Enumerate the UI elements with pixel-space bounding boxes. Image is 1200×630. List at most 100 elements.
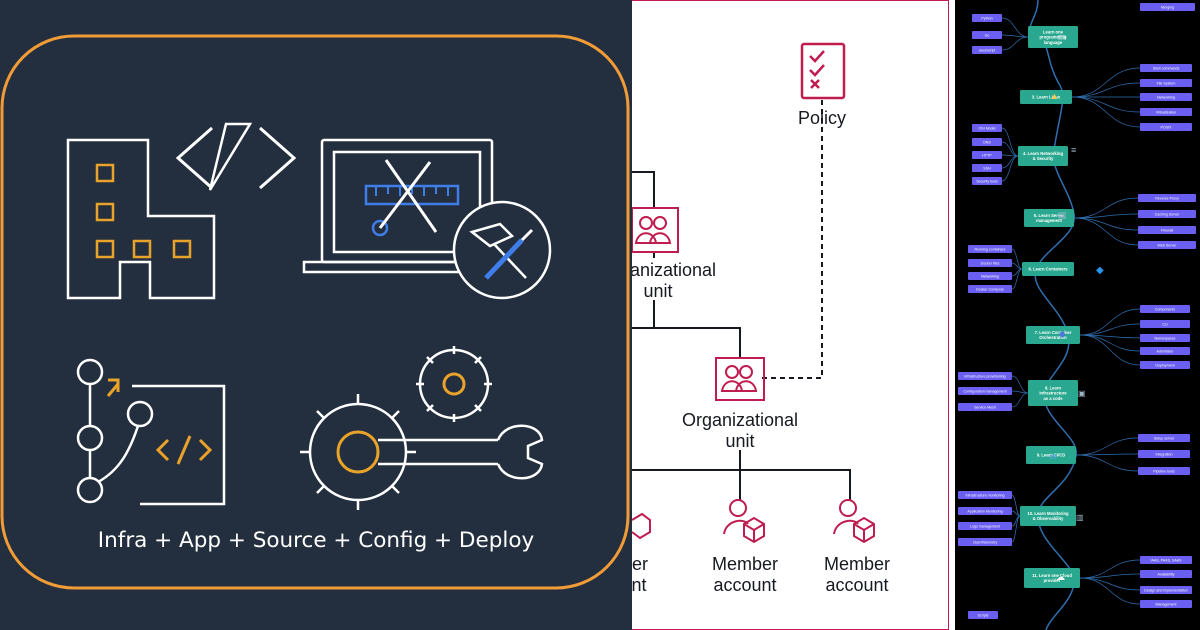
roadmap-topic-label: Running containers xyxy=(975,248,1006,252)
roadmap-step-label: & Security xyxy=(1033,156,1054,161)
roadmap-step-box xyxy=(1020,90,1072,104)
roadmap-topic-box xyxy=(972,124,1002,132)
roadmap-step-label: Orchestration xyxy=(1039,335,1067,340)
rounded-frame xyxy=(0,34,630,590)
member-left-label-line1: Member xyxy=(632,554,648,574)
roadmap-topic-label: SSH xyxy=(983,167,991,171)
roadmap-step-label: Infrastructure xyxy=(1039,391,1067,396)
code-brackets-icon xyxy=(175,122,297,191)
roadmap-topic-box xyxy=(968,611,998,619)
roadmap-topic-box xyxy=(972,177,1002,185)
roadmap-topic-box xyxy=(958,403,1012,411)
roadmap-step-label: provider xyxy=(1044,578,1061,583)
document-icon: ▭ xyxy=(1057,32,1066,43)
roadmap-topic: Management xyxy=(1140,600,1192,608)
devops-illustration xyxy=(0,34,630,590)
building-icon xyxy=(66,138,216,300)
roadmap-topic: Python xyxy=(972,14,1002,22)
roadmap-step-box xyxy=(1026,446,1076,464)
roadmap-topic: CLI xyxy=(1140,320,1190,328)
roadmap-topic-box xyxy=(1140,64,1192,72)
roadmap-step-label: programming xyxy=(1040,35,1067,40)
roadmap-topic: Docker Compose xyxy=(968,285,1012,293)
member-center-label: Member account xyxy=(690,554,800,596)
roadmap-topic-label: Python xyxy=(981,17,992,21)
roadmap-topic-box xyxy=(972,151,1002,159)
roadmap-link xyxy=(1011,248,1023,270)
roadmap-topic-label: Logs management xyxy=(970,525,1000,529)
roadmap-link xyxy=(1001,141,1019,157)
member-center-label-line1: Member xyxy=(711,554,778,574)
roadmap-topic-box xyxy=(958,387,1012,395)
roadmap-topic: Running containers xyxy=(968,245,1012,253)
roadmap-topic-box xyxy=(1140,320,1190,328)
roadmap-topic: Go xyxy=(972,31,1002,39)
roadmap-step-label: 5. Learn Server xyxy=(1034,213,1065,218)
organizational-unit-icon xyxy=(715,357,765,401)
roadmap-topic: Administer xyxy=(1140,347,1190,355)
roadmap-topic-box xyxy=(1140,123,1192,131)
roadmap-topic-label: OSI Model xyxy=(979,127,996,131)
roadmap-topic-label: Web Server xyxy=(1158,244,1178,248)
cloud-icon: ☁ xyxy=(1056,572,1065,582)
roadmap-topic-label: Docker files xyxy=(981,262,1000,266)
roadmap-link xyxy=(1011,510,1021,517)
roadmap-topic-label: HTTP xyxy=(982,154,992,158)
roadmap-link xyxy=(1011,268,1023,290)
hammer-screwdriver-icon xyxy=(452,200,552,300)
roadmap-topic-box xyxy=(1138,434,1190,442)
roadmap-step-label: 4. Learn Networking xyxy=(1023,151,1063,156)
roadmap-topic-label: Networking xyxy=(981,275,999,279)
roadmap-topic-label: Deployment xyxy=(1155,364,1174,368)
iac-icon: ▣ xyxy=(1078,389,1086,398)
roadmap-link xyxy=(1079,577,1141,605)
ou-top-label-line2: unit xyxy=(643,281,673,301)
roadmap-topic-box xyxy=(968,259,1012,267)
roadmap-link xyxy=(1079,308,1141,336)
roadmap-topic-label: Service Mesh xyxy=(974,406,996,410)
member-right-label-line2: account xyxy=(825,575,889,595)
roadmap-topic: Caching Server xyxy=(1138,210,1196,218)
server-icon: ▤ xyxy=(1058,210,1067,220)
roadmap-topic: Pipeline tools xyxy=(1138,467,1190,475)
roadmap-topic: Setup server xyxy=(1138,434,1190,442)
roadmap-topic: Design and implementation xyxy=(1140,586,1192,594)
roadmap-topic: Firewall xyxy=(1138,226,1196,234)
roadmap-topic: JavaScript xyxy=(972,46,1002,54)
org-diagram-lines xyxy=(632,42,875,544)
roadmap-link xyxy=(1071,96,1141,128)
roadmap-topic-box xyxy=(958,507,1012,515)
roadmap-topic-box xyxy=(968,245,1012,253)
roadmap-topic-box xyxy=(1138,241,1196,249)
ou-mid-label-line2: unit xyxy=(725,431,755,451)
devops-illustration-panel: Infra + App + Source + Config + Deploy xyxy=(0,0,632,630)
roadmap-topic: Availability xyxy=(1140,570,1192,578)
roadmap-link xyxy=(1073,217,1139,231)
roadmap-topic-box xyxy=(1140,361,1190,369)
roadmap-topic: DNS xyxy=(972,138,1002,146)
roadmap-link xyxy=(1075,454,1139,472)
roadmap-topic-label: Management xyxy=(1156,603,1177,607)
devops-caption: Infra + App + Source + Config + Deploy xyxy=(97,528,535,553)
roadmap-step-label: 7. Learn Container xyxy=(1035,330,1072,335)
policy-icon xyxy=(800,42,846,100)
organizational-unit-icon xyxy=(632,207,679,253)
roadmap-topic-label: Setup server xyxy=(1154,437,1175,441)
roadmap-topic-box xyxy=(1138,194,1196,202)
roadmap-topic-label: POSIX xyxy=(1161,126,1173,130)
roadmap-topic: Integration xyxy=(1138,450,1190,458)
roadmap-topic-label: Virtualization xyxy=(1156,111,1177,115)
roadmap-step-box xyxy=(1028,380,1078,406)
roadmap-link xyxy=(1011,494,1021,517)
roadmap-link xyxy=(1079,559,1141,579)
roadmap-topic-box xyxy=(1140,108,1192,116)
roadmap-step-box xyxy=(1020,506,1076,526)
roadmap-topic: Docker files xyxy=(968,259,1012,267)
roadmap-link xyxy=(1079,323,1141,336)
org-diagram-panel: Policy Organizational unit Organizationa… xyxy=(632,0,950,630)
roadmap-step-box xyxy=(1024,568,1080,588)
roadmap-step-label: management xyxy=(1036,218,1062,223)
